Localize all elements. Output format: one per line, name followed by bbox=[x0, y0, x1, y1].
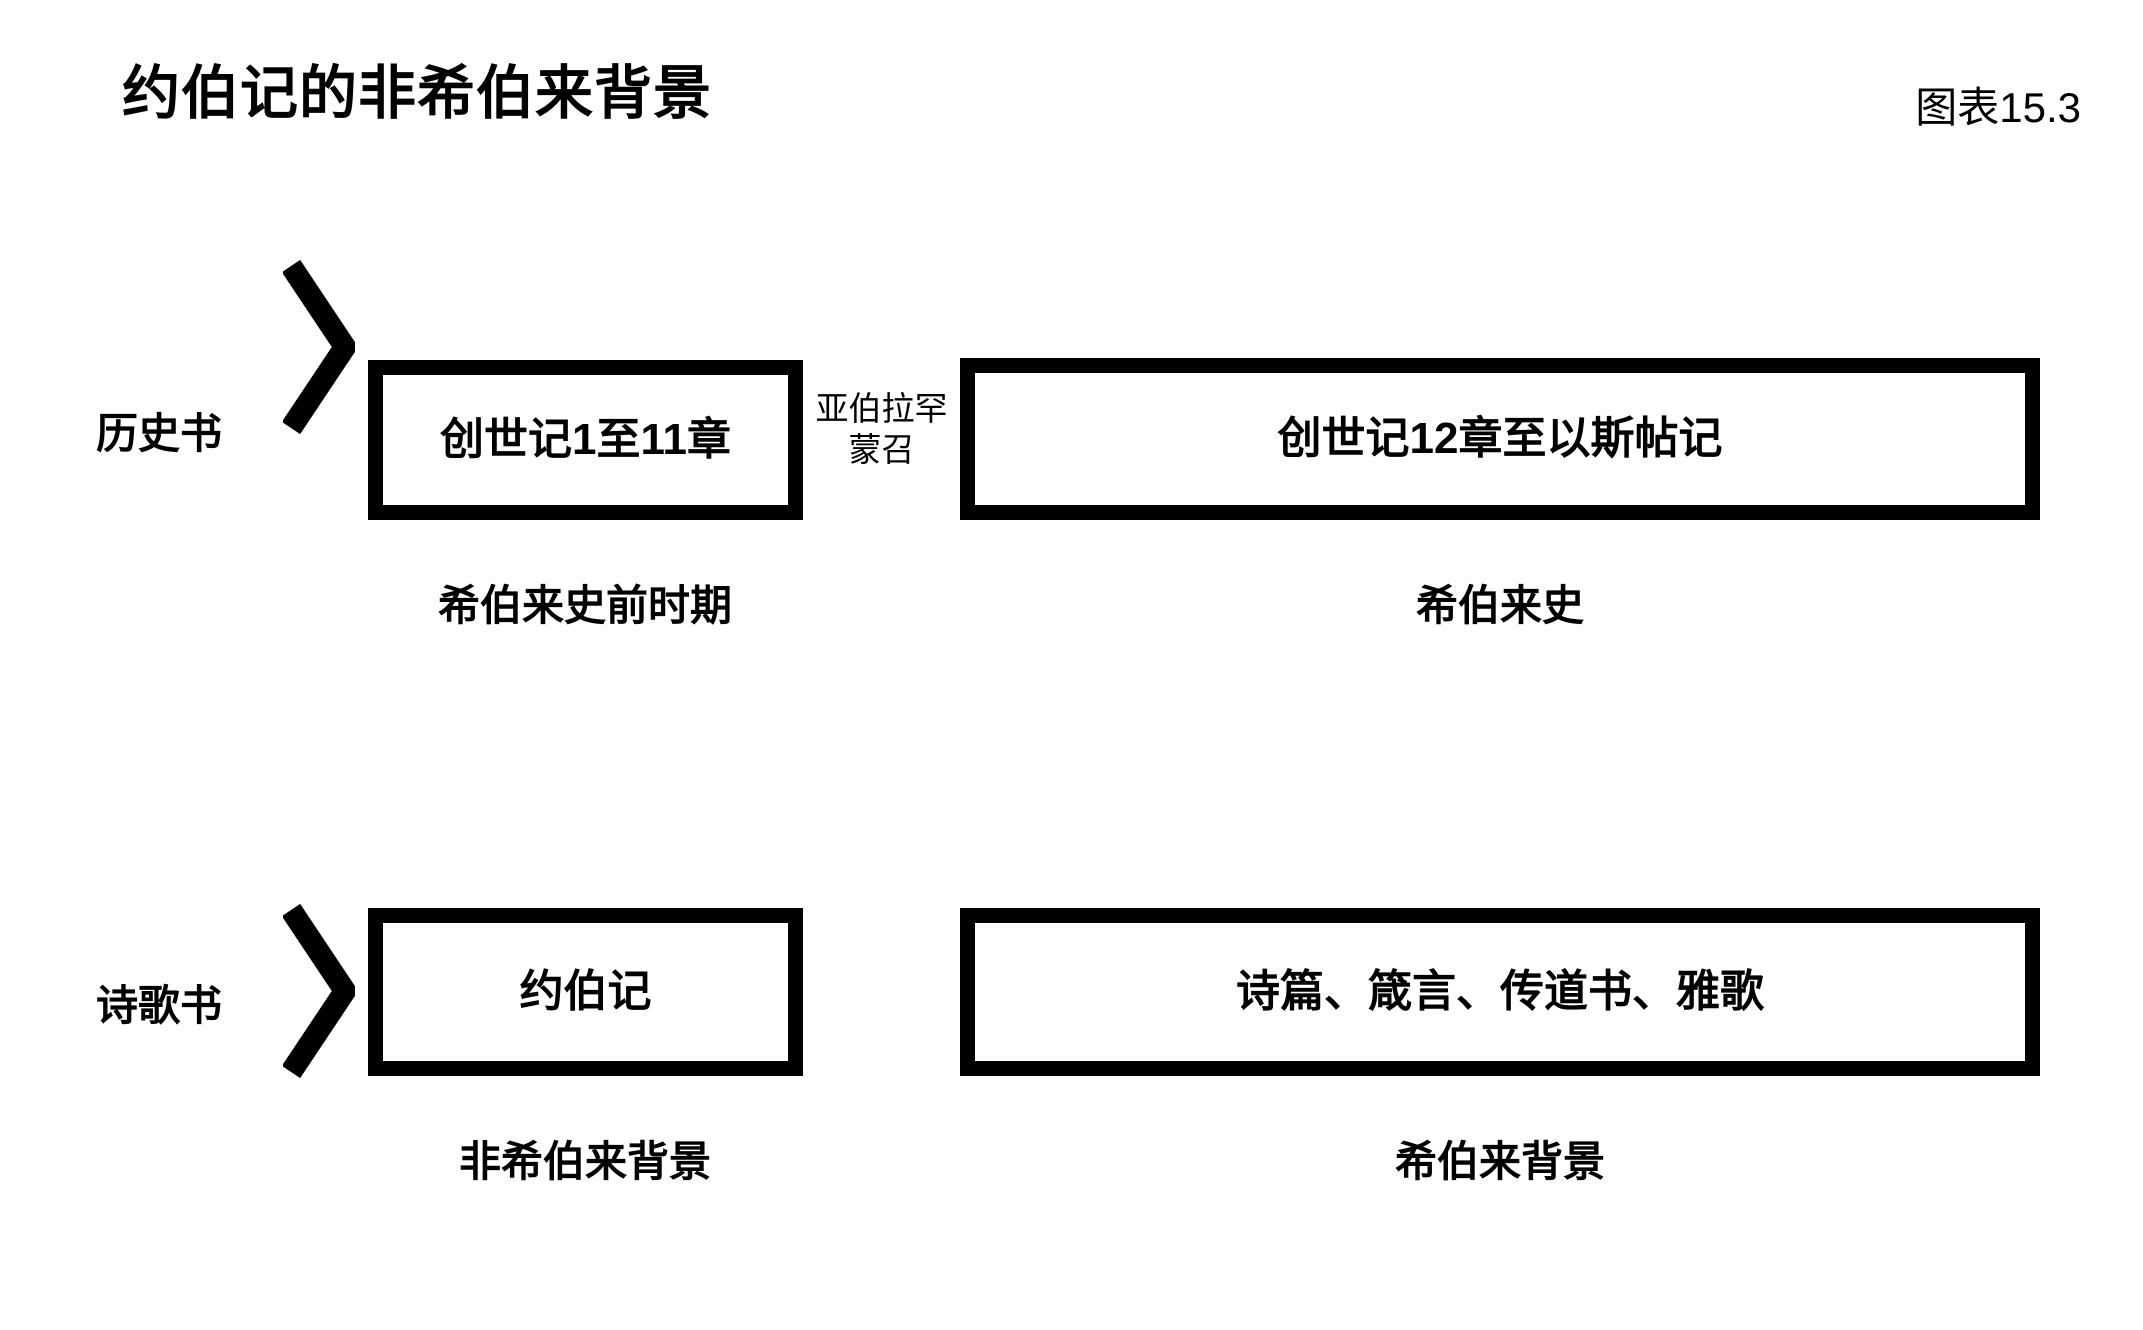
block-other-poetic-books-label: 诗篇、箴言、传道书、雅歌 bbox=[1236, 966, 1764, 1016]
row-label-poetic-books: 诗歌书 bbox=[96, 982, 223, 1029]
divider-note-line-1: 亚伯拉罕 bbox=[815, 390, 948, 427]
block-job-label: 约伯记 bbox=[519, 966, 652, 1016]
figure-number-label: 图表15.3 bbox=[1915, 84, 2081, 131]
page-title: 约伯记的非希伯来背景 bbox=[122, 61, 713, 126]
caption-hebrew-history: 希伯来史 bbox=[1415, 582, 1585, 629]
block-genesis-12-esther: 创世记12章至以斯帖记 bbox=[960, 358, 2040, 520]
caption-hebrew-background: 希伯来背景 bbox=[1394, 1138, 1606, 1185]
block-other-poetic-books: 诗篇、箴言、传道书、雅歌 bbox=[960, 908, 2040, 1076]
chevron-right-icon bbox=[283, 902, 355, 1080]
divider-note-abraham-call: 亚伯拉罕 蒙召 bbox=[803, 388, 960, 471]
block-job: 约伯记 bbox=[368, 908, 803, 1076]
block-genesis-1-11: 创世记1至11章 bbox=[368, 360, 803, 520]
row-label-historical-books: 历史书 bbox=[96, 410, 223, 457]
chevron-right-icon bbox=[283, 258, 355, 436]
divider-note-line-2: 蒙召 bbox=[848, 431, 915, 469]
caption-non-hebrew-background: 非希伯来背景 bbox=[458, 1138, 712, 1185]
caption-pre-hebrew-history: 希伯来史前时期 bbox=[437, 582, 733, 629]
block-genesis-12-esther-label: 创世记12章至以斯帖记 bbox=[1277, 413, 1723, 463]
block-genesis-1-11-label: 创世记1至11章 bbox=[440, 414, 731, 464]
